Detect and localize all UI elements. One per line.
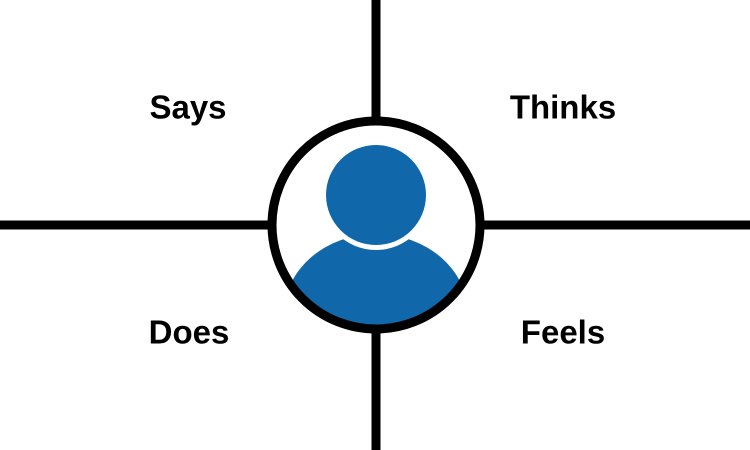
quadrant-label-says: Says bbox=[149, 88, 227, 126]
avatar-circle-border bbox=[267, 116, 485, 334]
quadrant-label-thinks: Thinks bbox=[509, 88, 617, 126]
avatar-body bbox=[284, 234, 468, 327]
quadrant-label-does: Does bbox=[148, 313, 230, 351]
avatar-head bbox=[326, 145, 426, 245]
quadrant-label-feels: Feels bbox=[520, 313, 606, 351]
user-avatar-icon bbox=[267, 116, 485, 334]
